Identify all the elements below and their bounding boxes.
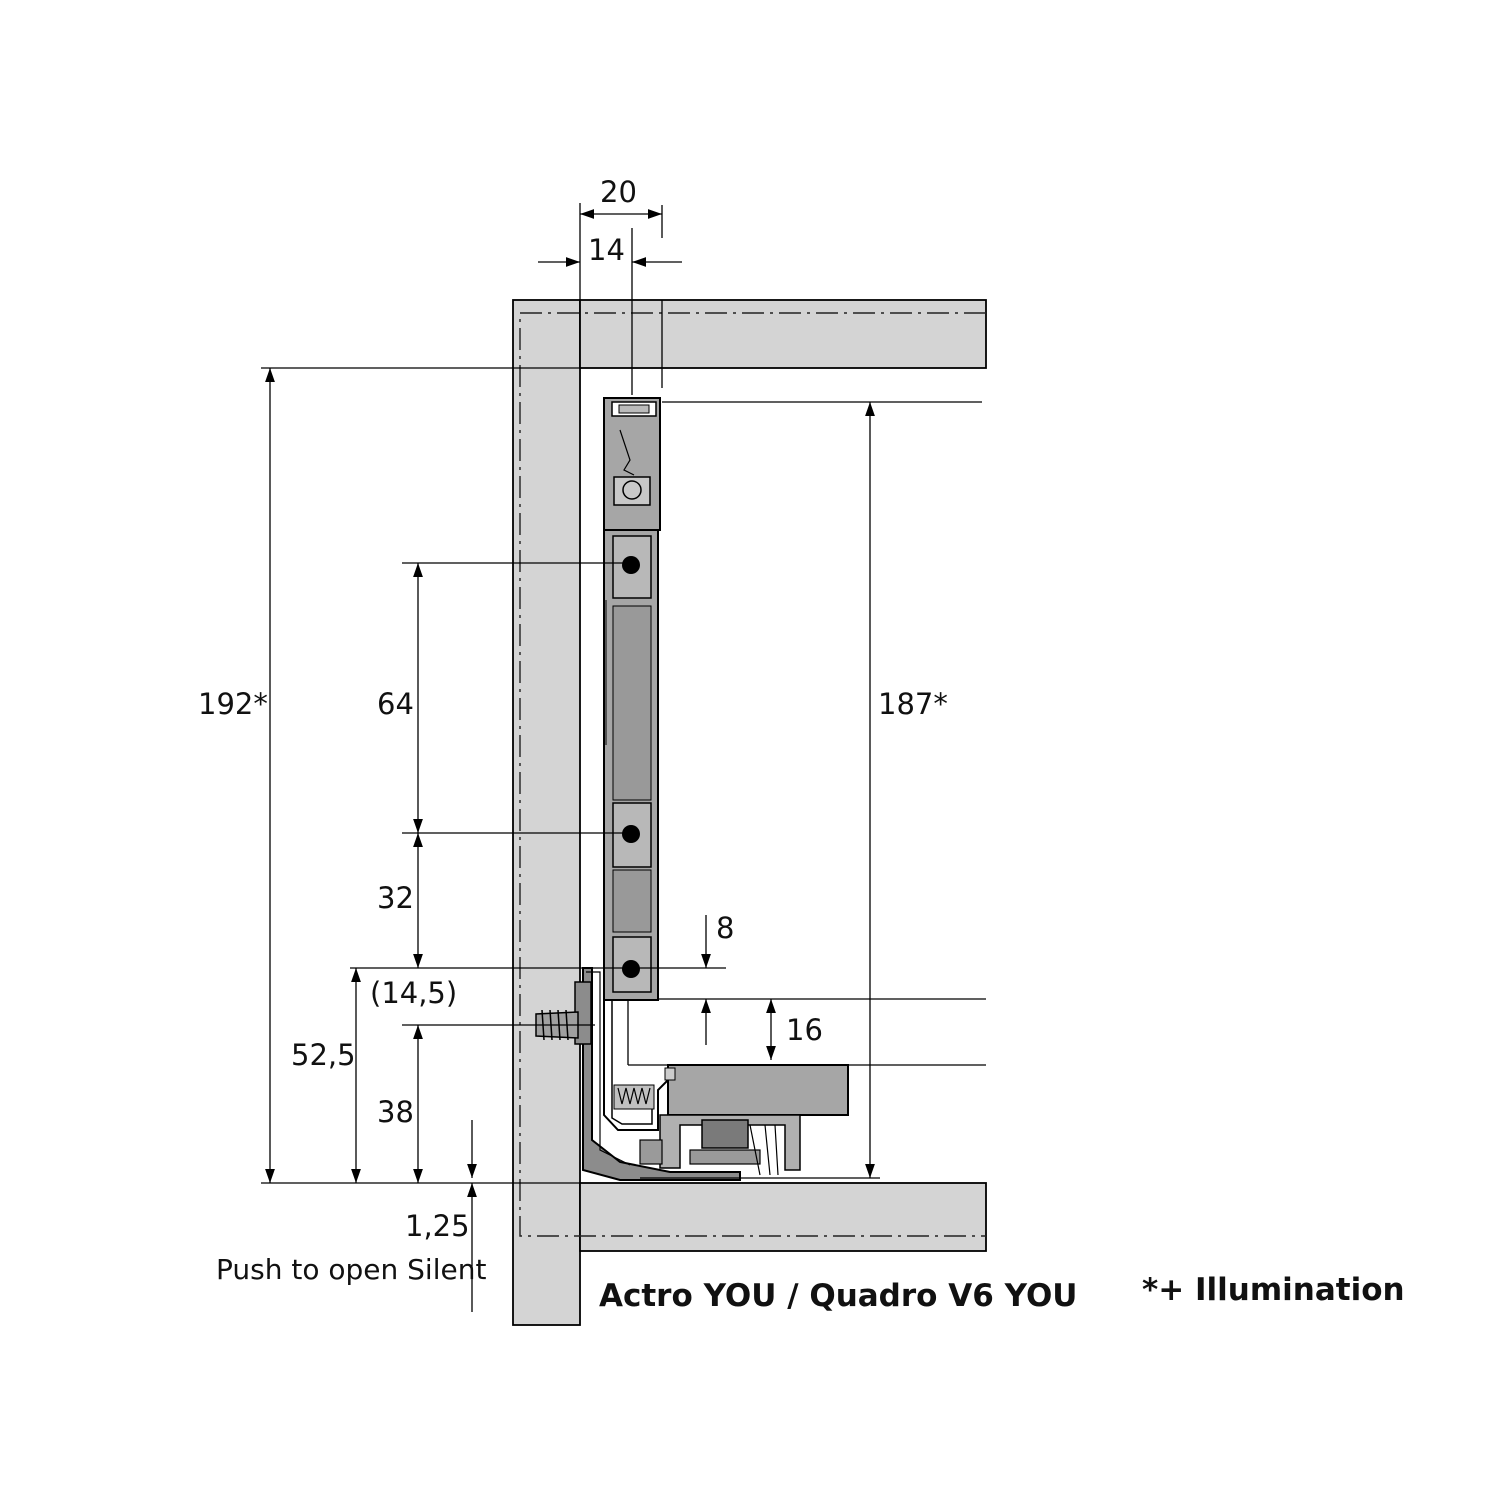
footnote-illumination: *+ Illumination — [1142, 1272, 1405, 1308]
drawer-side-profile — [603, 397, 678, 1131]
panel-overlap-cover-bottom — [581, 1184, 601, 1250]
cabinet-panels — [512, 299, 987, 1326]
dim-label-8: 8 — [716, 911, 734, 945]
dim-label-14: 14 — [588, 233, 625, 267]
dim-label-20: 20 — [600, 175, 637, 209]
dim-label-64: 64 — [377, 687, 414, 721]
dim-label-1-25: 1,25 — [405, 1209, 470, 1243]
dim-label-14-5: (14,5) — [370, 976, 457, 1010]
cabinet-side-panel — [512, 299, 581, 1326]
dim-label-32: 32 — [377, 881, 414, 915]
dim-label-192: 192* — [198, 687, 268, 721]
dimension-arrows — [265, 209, 875, 1312]
fixing-hole-middle — [622, 825, 640, 843]
push-to-open-label: Push to open Silent — [216, 1253, 486, 1286]
dim-label-16: 16 — [786, 1013, 823, 1047]
cabinet-bottom-panel — [579, 1182, 987, 1252]
dim-label-187: 187* — [878, 687, 948, 721]
runner-mechanism — [582, 967, 849, 1181]
dim-label-38: 38 — [377, 1095, 414, 1129]
panel-center-dashdot — [519, 312, 986, 1237]
fixing-hole-lower — [622, 960, 640, 978]
product-title: Actro YOU / Quadro V6 YOU — [599, 1278, 1077, 1314]
cabinet-top-panel — [579, 299, 987, 369]
extension-lines — [261, 203, 982, 1184]
panel-overlap-cover — [581, 301, 601, 367]
fixing-hole-upper — [622, 556, 640, 574]
dim-label-52-5: 52,5 — [291, 1038, 356, 1072]
dimension-labels: 20 14 192* 187* 64 32 8 (14,5) 16 52,5 3… — [198, 175, 948, 1286]
